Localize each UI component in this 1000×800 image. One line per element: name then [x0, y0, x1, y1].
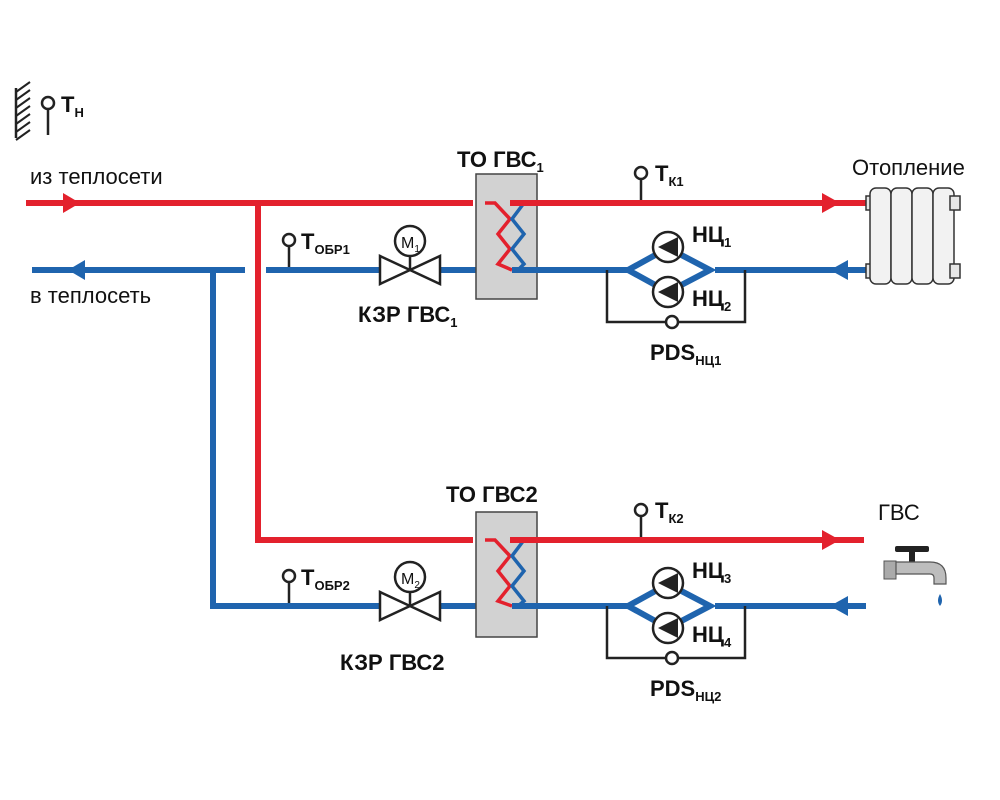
motor1-label: M1	[401, 235, 420, 255]
tobr1-label: TОБР1	[301, 229, 350, 257]
pds2-label: PDSНЦ2	[650, 676, 721, 704]
heating-return-arrow-icon	[830, 260, 848, 280]
pump4-label: НЦ4	[692, 622, 732, 650]
valve2-label: КЗР ГВС2	[340, 650, 444, 675]
to1-coil-blue-icon	[509, 201, 527, 272]
valve2-icon	[378, 560, 442, 622]
pump1-icon	[651, 230, 685, 264]
dhw-label: ГВС	[878, 500, 920, 525]
heating-supply-arrow-icon	[822, 193, 840, 213]
dhw-supply-arrow-icon	[822, 530, 840, 550]
from-network-label: из теплосети	[30, 164, 163, 189]
to1-label: ТО ГВС1	[457, 147, 544, 175]
pds1-label: PDSНЦ1	[650, 340, 721, 368]
tobr2-sensor-icon	[281, 568, 297, 603]
heat-exchanger-2	[475, 511, 538, 638]
to-network-label: в теплосеть	[30, 283, 151, 308]
tk2-label: TК2	[655, 498, 684, 526]
radiator-icon	[865, 187, 961, 285]
valve1-label: КЗР ГВС1	[358, 302, 457, 330]
outdoor-temp-sensor-icon	[40, 95, 56, 135]
return-riser-pipe	[210, 270, 380, 609]
tobr1-sensor-icon	[281, 232, 297, 267]
heat-exchanger-1	[475, 173, 538, 300]
pds1-sensor-icon	[664, 314, 680, 330]
pump3-icon	[651, 566, 685, 600]
pump2-label: НЦ2	[692, 286, 731, 314]
to2-coil-red-icon	[485, 538, 513, 608]
motor2-label: M2	[401, 571, 420, 591]
heating-label: Отопление	[852, 155, 965, 180]
pump3-label: НЦ3	[692, 558, 731, 586]
tk1-label: TК1	[655, 161, 684, 189]
supply-inflow-arrow-icon	[63, 193, 80, 213]
outdoor-sensor-label: TН	[61, 92, 84, 120]
pump2-icon	[651, 275, 685, 309]
return-outflow-arrow-icon	[68, 260, 85, 280]
dhw-return-arrow-icon	[830, 596, 848, 616]
valve1-icon	[378, 224, 442, 286]
to2-label: ТО ГВС2	[446, 482, 538, 507]
faucet-icon	[883, 546, 947, 606]
to1-coil-red-icon	[485, 201, 513, 272]
to2-coil-blue-icon	[509, 538, 527, 608]
outdoor-wall-icon	[14, 81, 31, 141]
tobr2-label: TОБР2	[301, 565, 350, 593]
pump1-label: НЦ1	[692, 222, 731, 250]
tk1-sensor-icon	[633, 165, 649, 200]
pump4-icon	[651, 611, 685, 645]
supply-riser-pipe	[255, 203, 473, 543]
tk2-sensor-icon	[633, 502, 649, 537]
pds2-sensor-icon	[664, 650, 680, 666]
